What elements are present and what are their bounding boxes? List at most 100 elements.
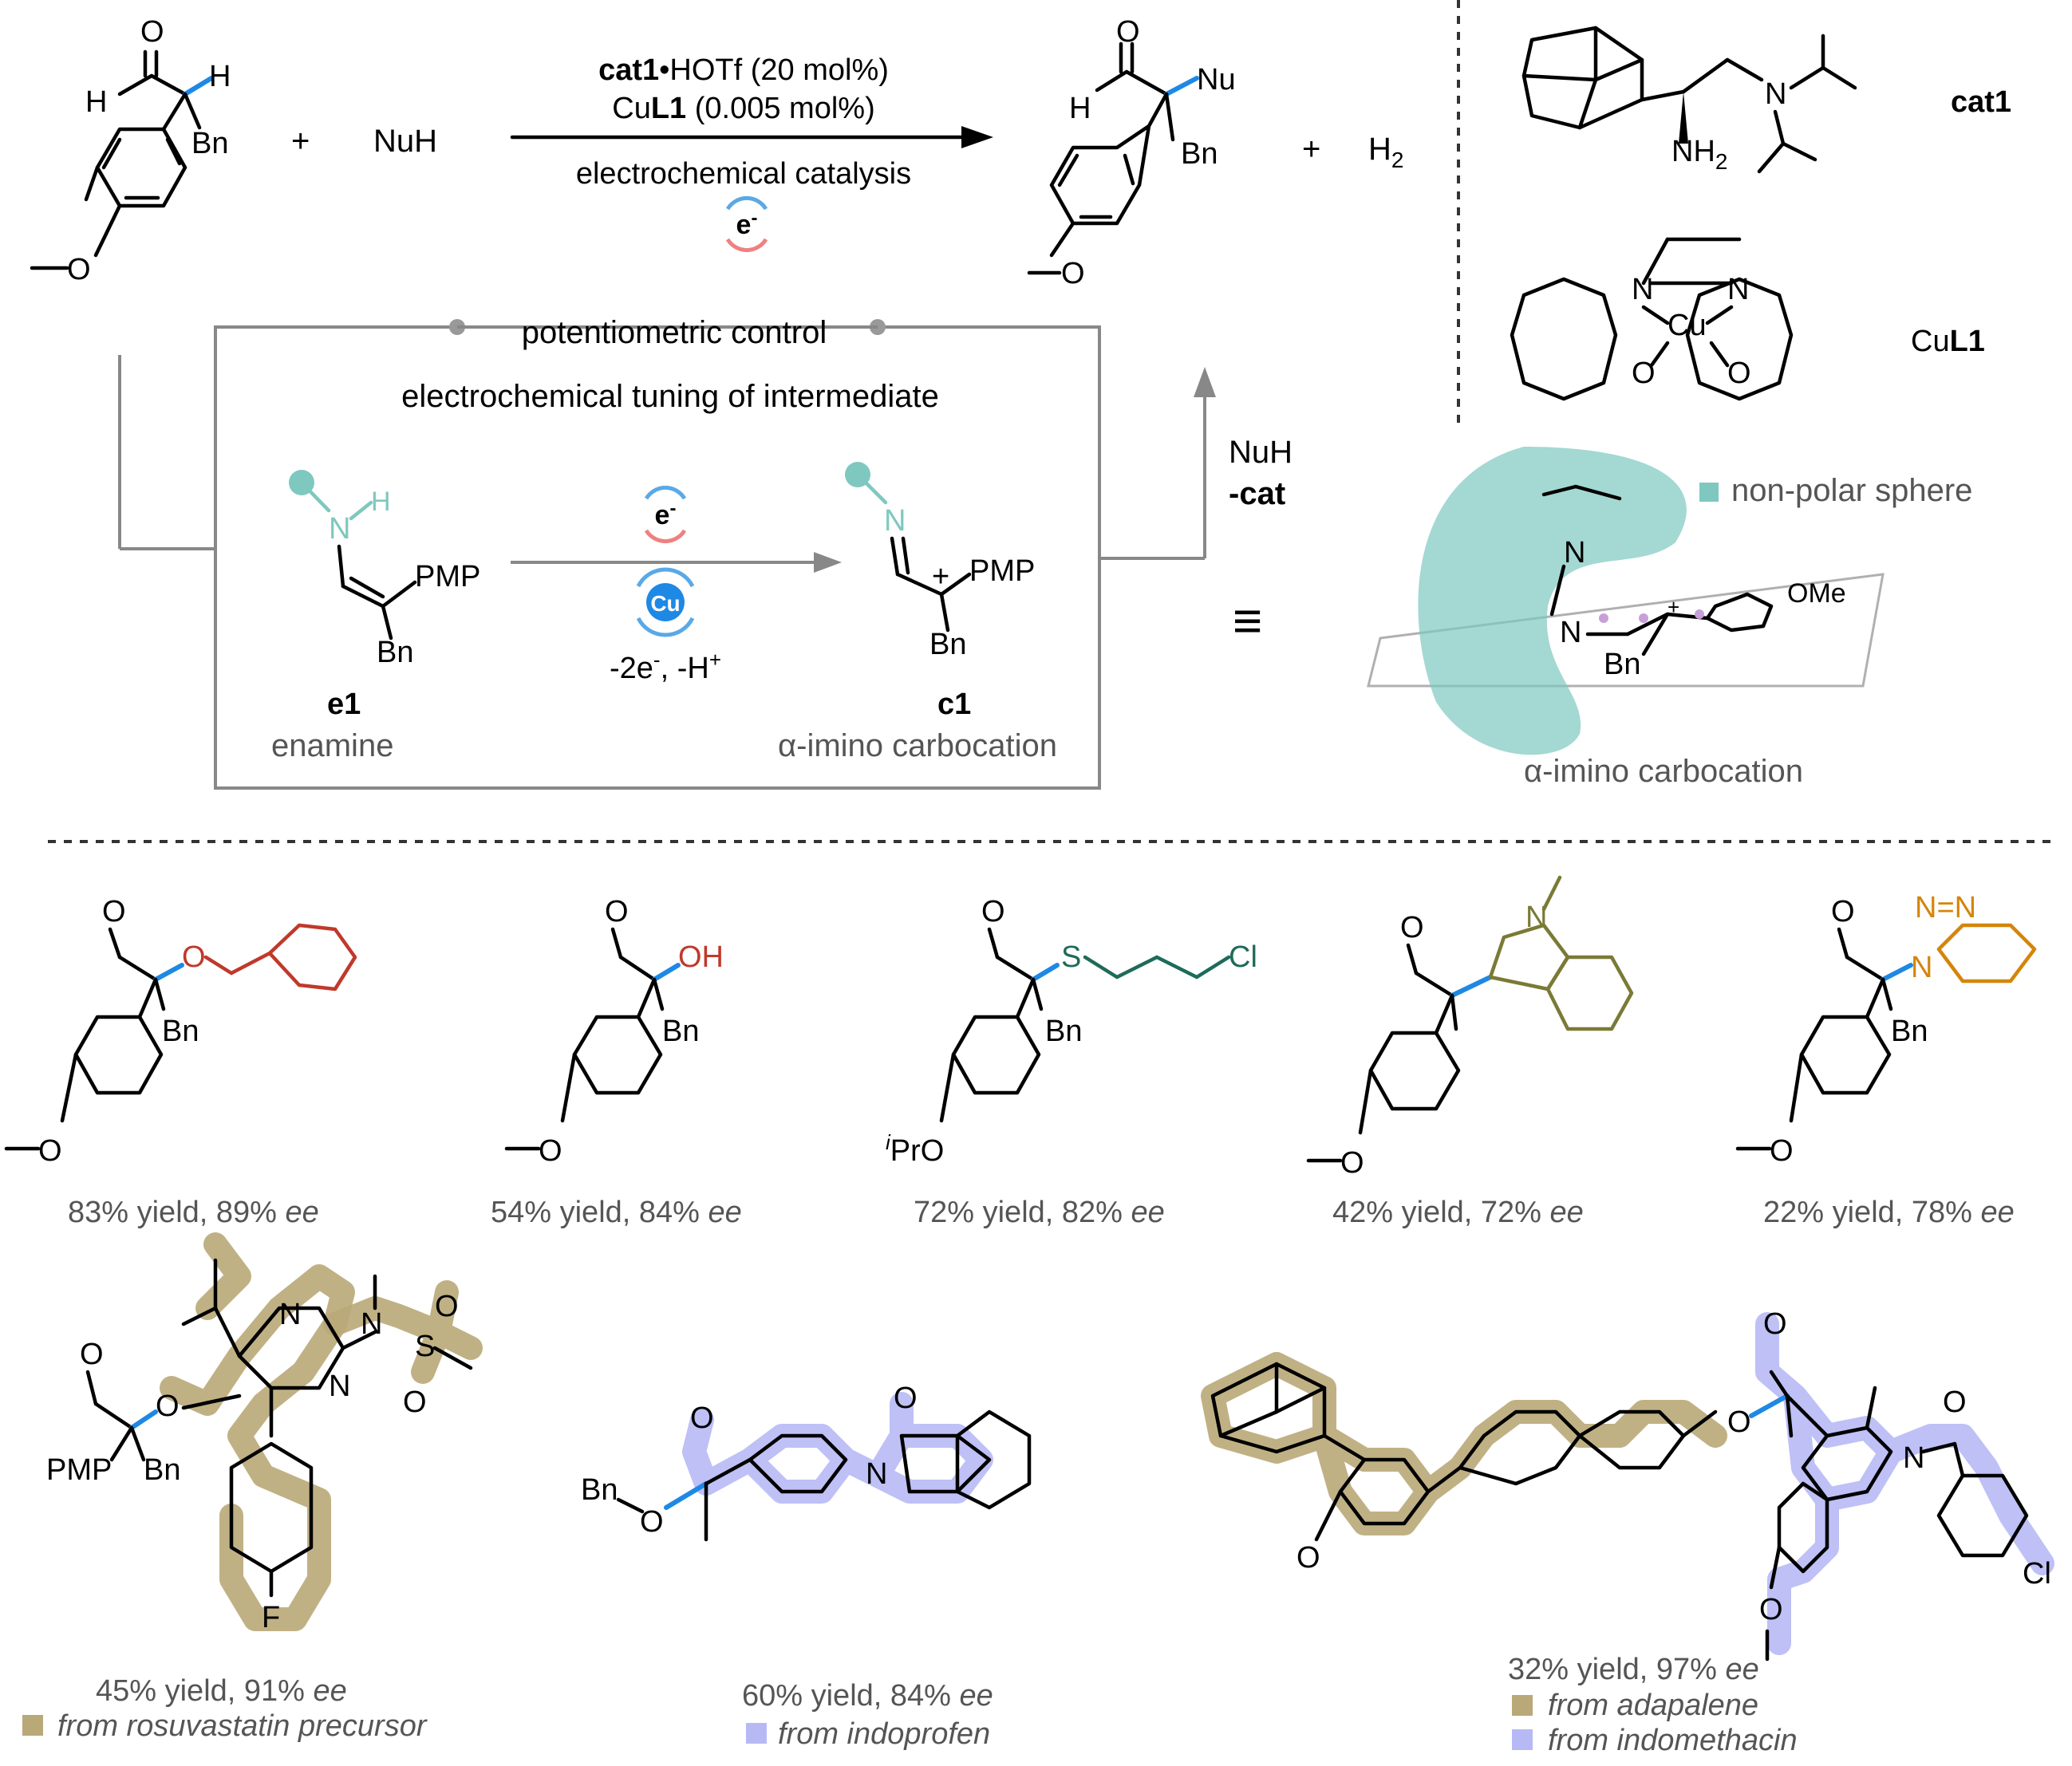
electron-icon: e- [725, 195, 768, 253]
carbocation-structure: N + PMP Bn [845, 462, 1035, 661]
ee3: ee [1131, 1196, 1165, 1229]
oxygen-label: O [1340, 1146, 1364, 1180]
hydrogen-byproduct: H2 [1368, 132, 1403, 172]
oxygen-label: O [981, 895, 1005, 928]
ee7: ee [960, 1679, 993, 1713]
bn-label: Bn [191, 127, 228, 160]
product-6-source: from rosuvastatin precursor [57, 1709, 428, 1743]
legend-label: non-polar sphere [1731, 473, 1972, 508]
ee8: ee [1726, 1653, 1759, 1686]
ipr-sup: i [886, 1130, 891, 1154]
n-label: N [1903, 1441, 1924, 1475]
product-5-yield: 22% yield, 78% ee [1763, 1196, 2015, 1229]
oxygen-label: O [1831, 895, 1855, 928]
oxygen-label: O [1759, 1593, 1783, 1626]
oxygen-label: O [1770, 1134, 1794, 1168]
nu-label: Nu [1197, 63, 1236, 97]
oh-label: OH [678, 940, 724, 974]
oxygen-label: O [605, 895, 629, 928]
oxygen-label: O [182, 940, 206, 974]
cat-label: -cat [1229, 476, 1285, 511]
nh-sub: 2 [1715, 149, 1728, 174]
nucleophile-label: NuH [373, 124, 437, 159]
indomethacin-swatch [1512, 1729, 1533, 1750]
product-8-source-2: from indomethacin [1548, 1724, 1798, 1757]
oxygen-label: O [640, 1505, 664, 1539]
r2: - [653, 648, 661, 672]
cul1-label: CuL1 [1911, 325, 1985, 358]
bn-label: Bn [377, 636, 413, 669]
r3: , -H [661, 652, 709, 685]
legend-swatch [1699, 483, 1719, 502]
product-4-yield: 42% yield, 72% ee [1332, 1196, 1584, 1229]
catalyst-conditions: cat1•HOTf (20 mol%) [598, 53, 889, 87]
model-caption: α-imino carbocation [1524, 754, 1803, 789]
y2: 54% yield, 84% [491, 1196, 708, 1229]
bn-label: Bn [1604, 648, 1640, 681]
pmp-label: PMP [46, 1453, 112, 1487]
product-4: O N O [1306, 875, 1634, 1180]
control-label: potentiometric control [522, 315, 827, 350]
electron-e: e [736, 210, 752, 240]
h-label: H [85, 85, 107, 119]
oxygen-label: O [140, 15, 164, 49]
bn-label: Bn [162, 1015, 199, 1048]
plus-charge: + [932, 560, 949, 593]
cul1-cu: Cu [1911, 325, 1950, 358]
n-label: N [1564, 536, 1585, 570]
ipro: PrO [890, 1134, 945, 1168]
cu-label: Cu [1667, 309, 1707, 342]
cat1-bold: cat1 [598, 53, 659, 87]
r1: -2e [610, 652, 653, 685]
cl-label: Cl [2023, 1557, 2051, 1591]
n-label: N [866, 1457, 887, 1491]
nh: NH [1671, 135, 1715, 168]
reagent-label: -2e-, -H+ [610, 648, 721, 685]
copper-rest: (0.005 mol%) [686, 92, 875, 125]
equivalence-sign: ≡ [1233, 592, 1262, 649]
plus-sign-2: + [1302, 132, 1320, 167]
oxygen-label: O [1727, 357, 1751, 390]
oxygen-label: O [1943, 1386, 1967, 1419]
bn-label: Bn [581, 1473, 618, 1507]
cu-text: Cu [650, 591, 680, 616]
ee5: ee [1981, 1196, 2015, 1229]
s-label: S [1061, 940, 1081, 974]
n-label: N [329, 1370, 350, 1403]
product-7: O Bn O N O [581, 1382, 1032, 1542]
n-label: N [279, 1298, 301, 1331]
carbocation-label: α-imino carbocation [778, 728, 1057, 763]
oxygen-label: O [156, 1390, 180, 1423]
nuh-label: NuH [1229, 435, 1293, 470]
l1-bold: L1 [651, 92, 686, 125]
oxygen-label: O [539, 1134, 562, 1168]
ee4: ee [1550, 1196, 1584, 1229]
product-7-source: from indoprofen [778, 1717, 990, 1751]
starting-aldehyde: O H H Bn O [30, 15, 231, 286]
oxygen-label: O [1061, 257, 1085, 290]
cu-prefix: Cu [612, 92, 651, 125]
n-label: N [329, 512, 350, 546]
product-6-yield: 45% yield, 91% ee [96, 1674, 347, 1708]
product-6: O O PMP Bn N N N S O O F [46, 1232, 483, 1634]
catalyst-model: N N + Bn OMe [1367, 447, 1885, 755]
cat1-label: cat1 [1951, 85, 2011, 119]
h2-sub: 2 [1391, 148, 1404, 172]
product-7-yield: 60% yield, 84% ee [742, 1679, 993, 1713]
triazole-n-label: N=N [1915, 891, 1976, 924]
enamine-label: enamine [271, 728, 393, 763]
product-8-yield: 32% yield, 97% ee [1508, 1653, 1759, 1686]
h-label: H [1069, 92, 1091, 125]
n-label: N [1911, 951, 1932, 984]
ee1: ee [286, 1196, 319, 1229]
cu-icon: Cu [636, 567, 695, 637]
bn-label: Bn [1045, 1015, 1082, 1048]
electron-sup: - [751, 207, 757, 229]
product-3: O S Cl Bn iPrO [886, 895, 1257, 1168]
svg-text:e-: e- [736, 207, 758, 240]
bn-label: Bn [929, 628, 966, 661]
product-5: O N N=N Bn O [1735, 891, 2037, 1168]
oxygen-label: O [1763, 1307, 1787, 1341]
oxygen-label: O [1400, 911, 1424, 944]
